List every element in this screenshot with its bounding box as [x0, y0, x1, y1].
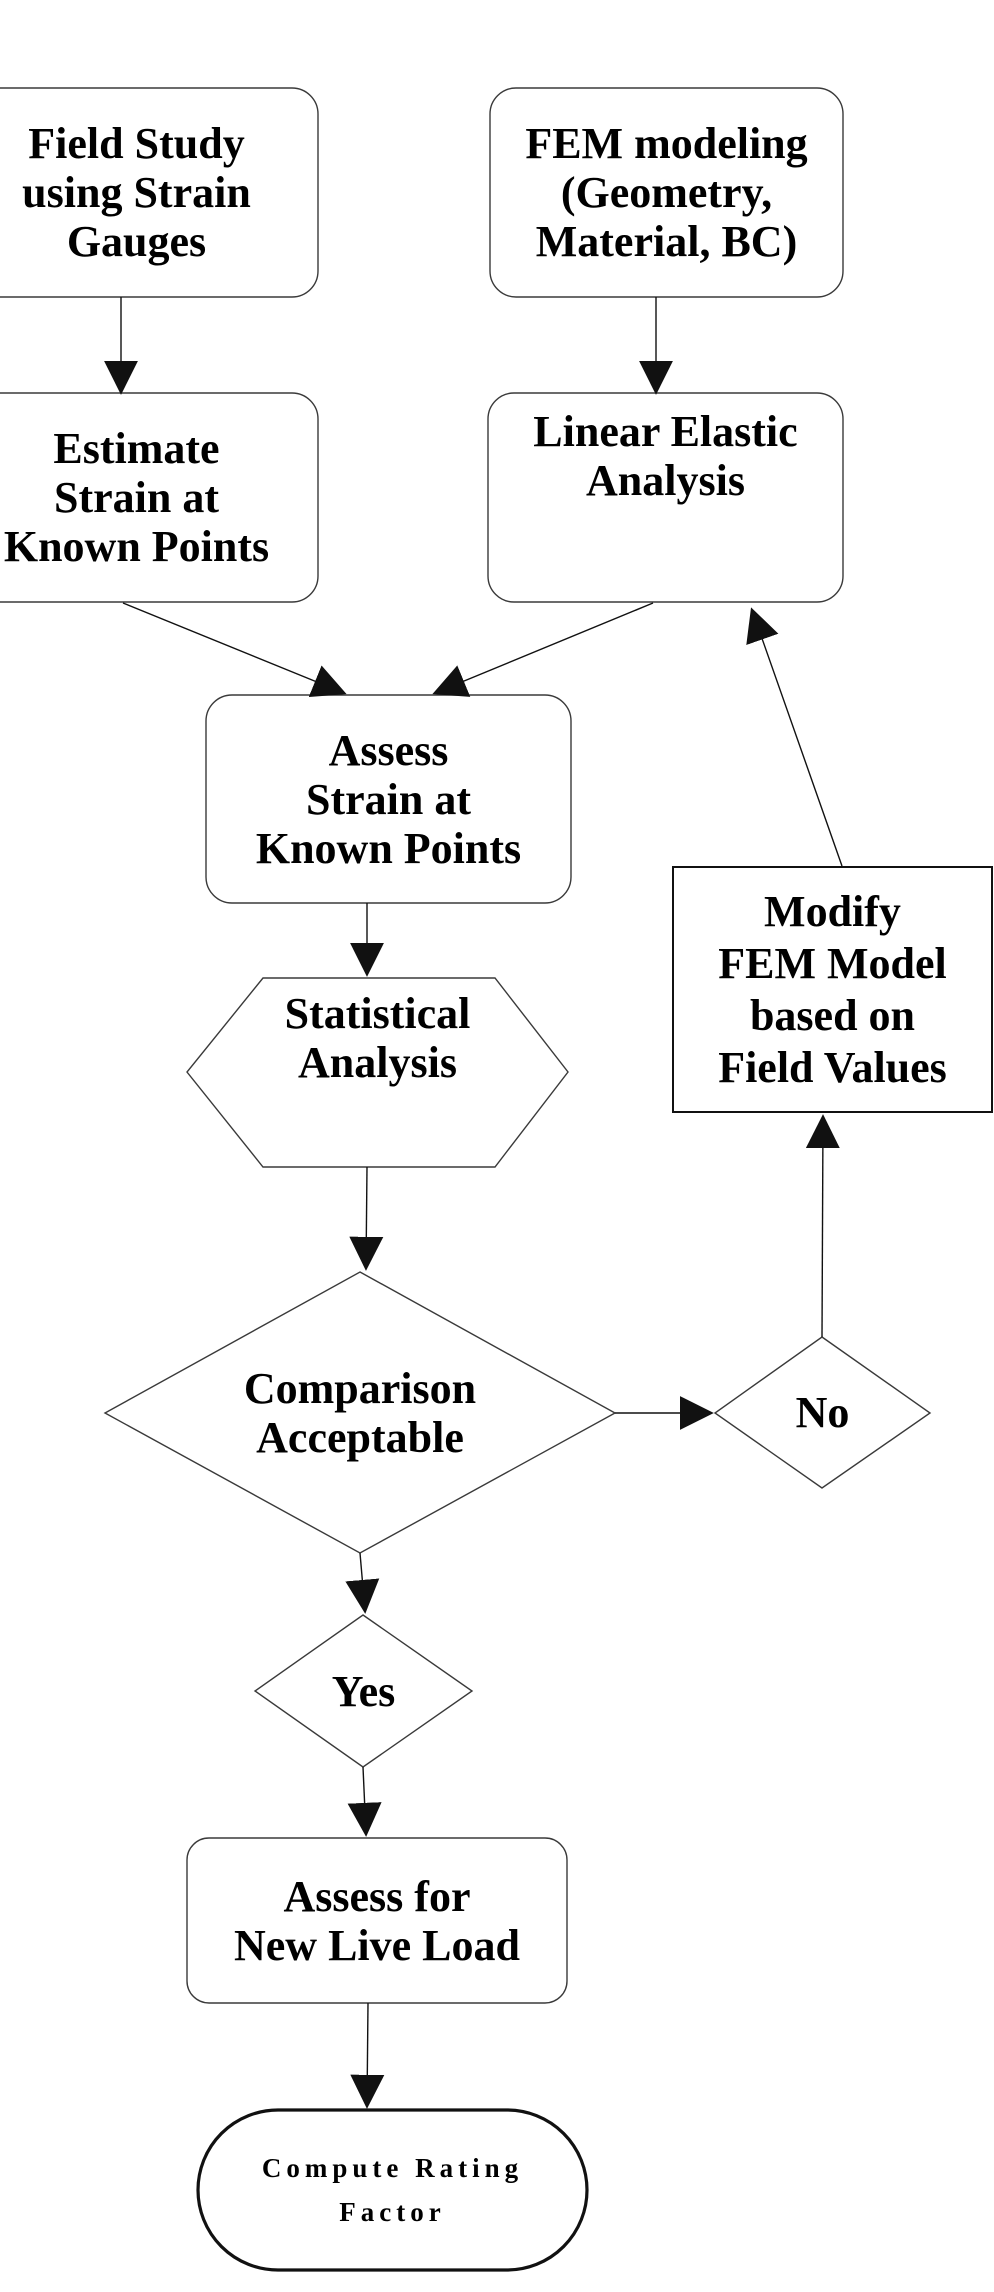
arrow-assess-load-to-compute — [350, 2002, 385, 2109]
arrow-estimate-to-assess — [122, 602, 347, 697]
arrow-statistical-to-comparison — [349, 1166, 384, 1271]
assess-new-live-load-shape — [186, 1837, 568, 2004]
estimate-strain-shape — [0, 392, 319, 603]
shape-outlines — [0, 87, 932, 2004]
arrow-modify-to-linear — [746, 607, 843, 867]
compute-rating-factor-shape — [196, 2108, 589, 2272]
statistical-analysis-hexagon — [186, 977, 569, 1168]
assess-strain-shape — [205, 694, 572, 904]
yes-diamond — [253, 1614, 474, 1768]
bold-shapes — [196, 866, 993, 2272]
arrow-yes-to-assess-load — [347, 1766, 382, 1837]
modify-fem-shape — [672, 866, 993, 1113]
arrow-comparison-to-yes — [345, 1552, 380, 1614]
linear-elastic-shape — [487, 392, 844, 603]
no-diamond — [713, 1336, 932, 1489]
field-study-shape — [0, 87, 319, 298]
arrow-no-to-modify — [805, 1114, 840, 1338]
comparison-acceptable-diamond — [103, 1271, 617, 1554]
arrow-linear-to-assess — [432, 602, 654, 697]
fem-modeling-shape — [489, 87, 844, 298]
connectors — [104, 297, 843, 2109]
